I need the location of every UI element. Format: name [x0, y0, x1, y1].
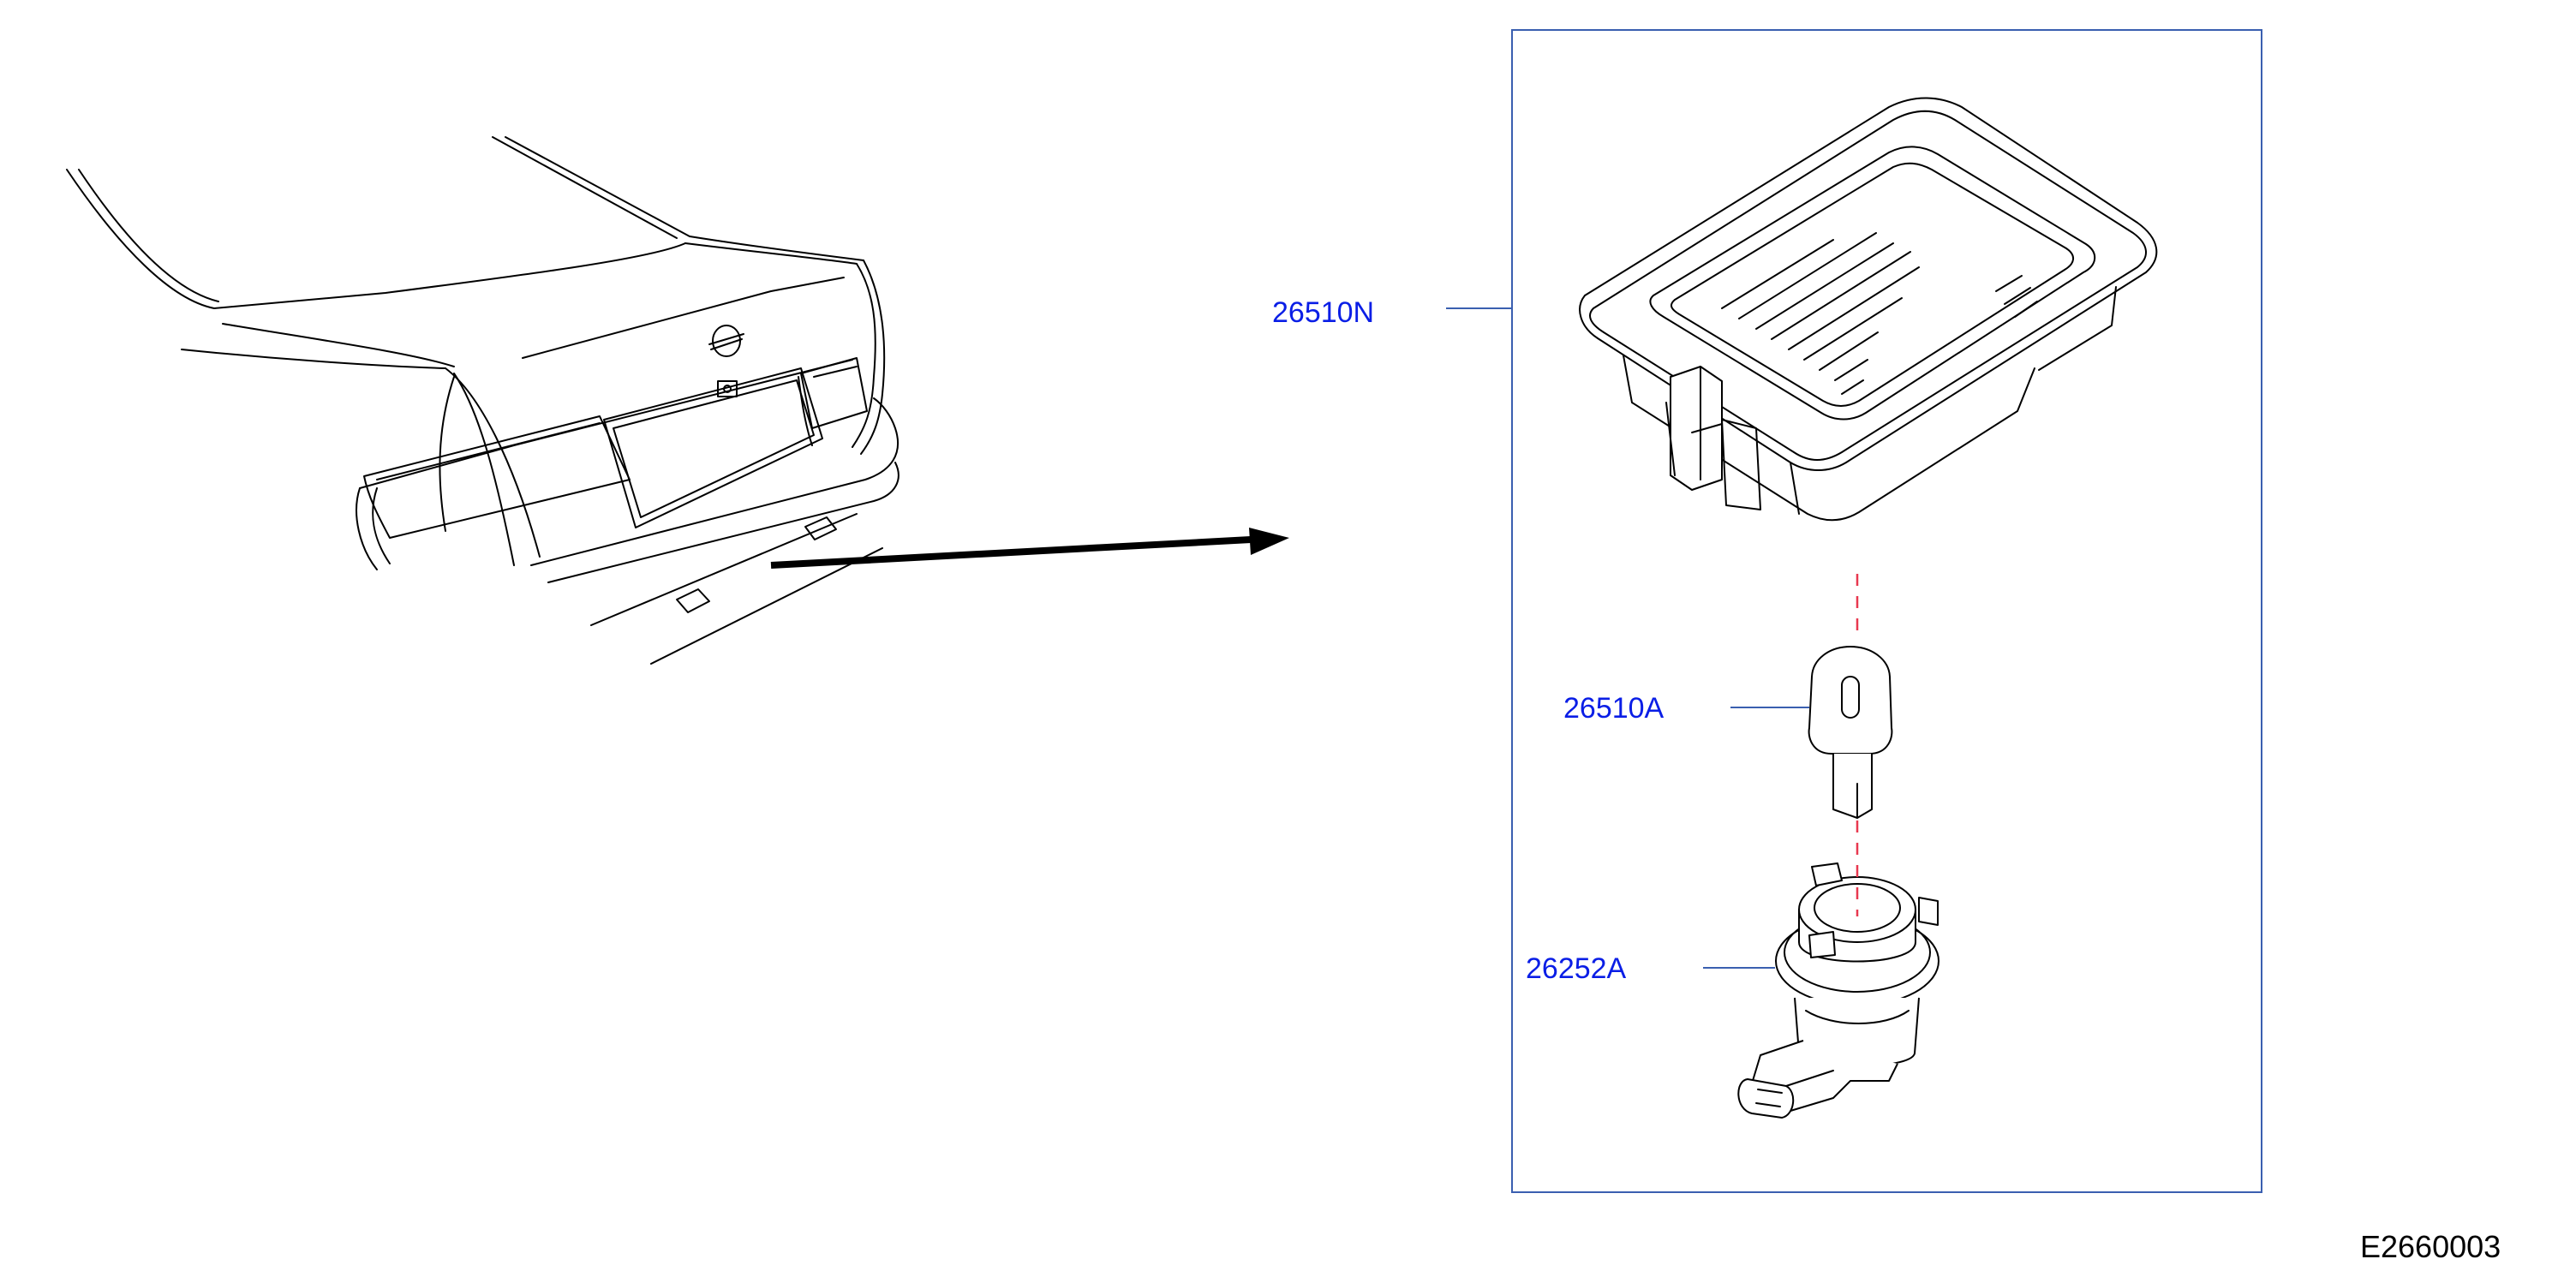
car-rear-illustration: [66, 136, 900, 665]
part-number-label[interactable]: 26510A: [1563, 692, 1665, 725]
part-number-label[interactable]: 26252A: [1526, 952, 1627, 985]
license-lamp-assembly-icon: [1579, 97, 2158, 522]
bulb-icon: [1808, 646, 1893, 819]
socket-icon: [1737, 862, 1939, 1119]
part-number-label[interactable]: 26510N: [1272, 296, 1374, 329]
parts-frame: [1511, 29, 2262, 1193]
location-arrow: [770, 528, 1289, 569]
figure-id: E2660003: [2360, 1229, 2501, 1264]
